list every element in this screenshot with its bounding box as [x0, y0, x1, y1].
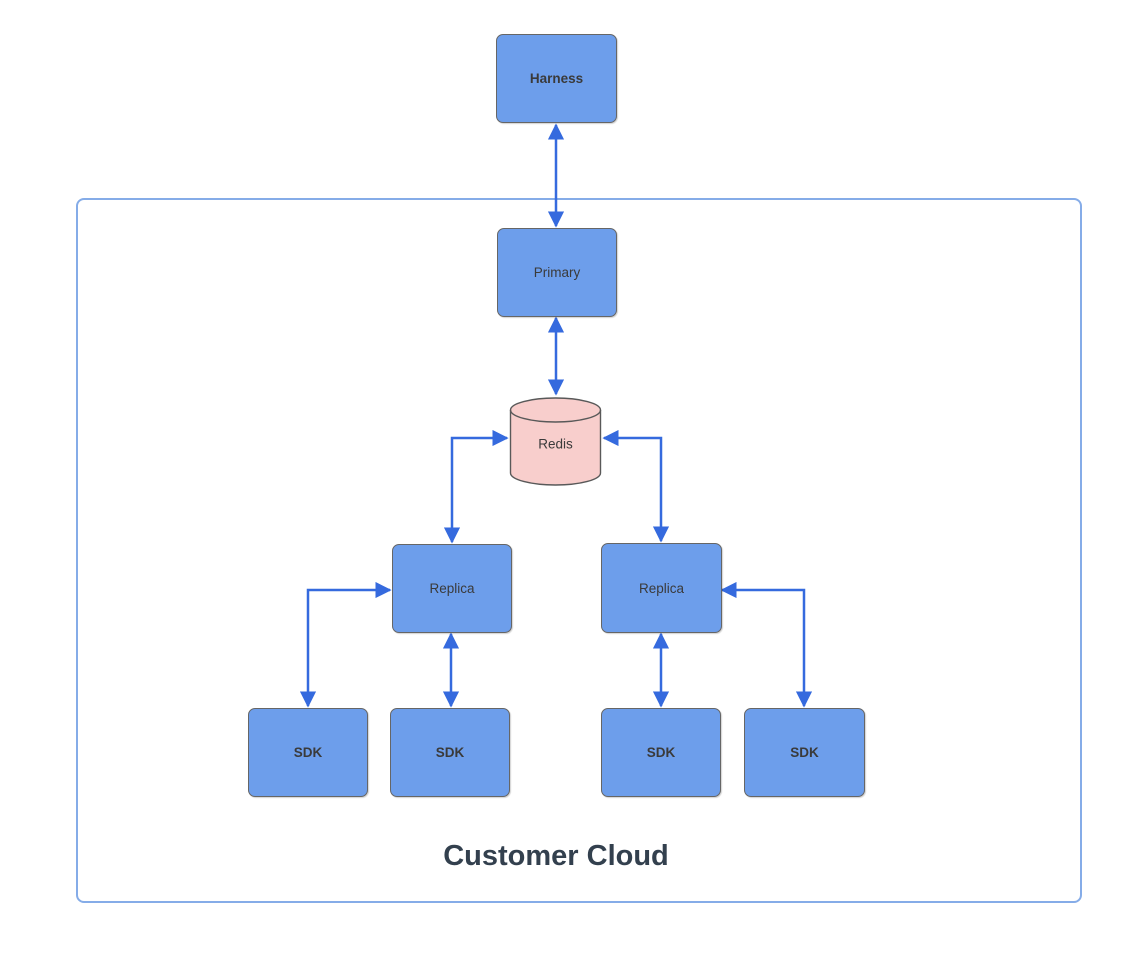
node-sdk-4-label: SDK	[790, 745, 819, 760]
node-harness: Harness	[496, 34, 617, 123]
node-redis-label: Redis	[538, 435, 573, 451]
node-sdk-1-label: SDK	[293, 745, 323, 760]
node-sdk-2-label: SDK	[435, 745, 465, 760]
node-harness-label: Harness	[529, 71, 584, 86]
node-replica-left-label: Replica	[429, 581, 475, 596]
node-primary-label: Primary	[533, 265, 581, 280]
node-replica-right: Replica	[601, 543, 722, 633]
node-sdk-1: SDK	[248, 708, 368, 797]
node-replica-right-label: Replica	[638, 580, 685, 596]
node-sdk-3: SDK	[601, 708, 721, 797]
database-cylinder-icon	[509, 397, 602, 486]
node-replica-left: Replica	[392, 544, 512, 633]
edge-sdk4-replica-right	[720, 581, 813, 708]
node-sdk-4: SDK	[744, 708, 865, 797]
edge-replica-left-redis	[443, 429, 509, 544]
edge-replica-right-redis	[602, 429, 670, 543]
node-sdk-3-label: SDK	[646, 745, 676, 760]
edge-sdk1-replica-left	[299, 581, 392, 708]
node-primary: Primary	[497, 228, 617, 317]
node-sdk-2: SDK	[390, 708, 510, 797]
node-redis: Redis	[509, 396, 602, 487]
customer-cloud-label: Customer Cloud	[443, 840, 669, 872]
